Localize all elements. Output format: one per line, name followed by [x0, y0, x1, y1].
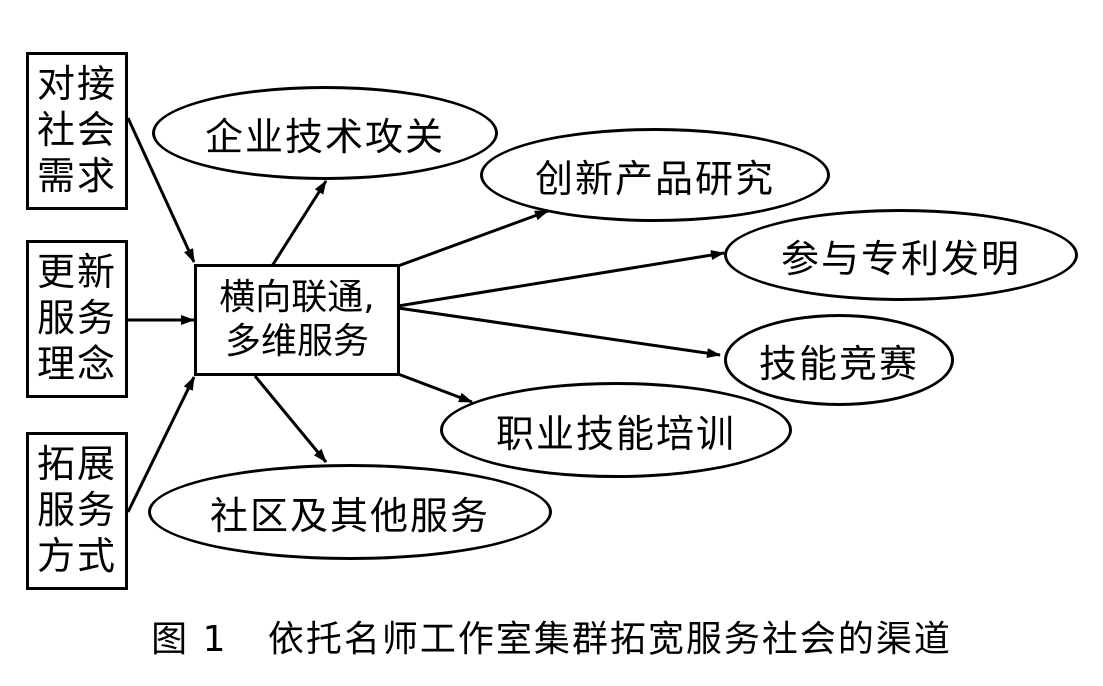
- output-ellipse-label: 技能竞赛: [758, 341, 919, 386]
- input-box-service-concept: 更新 服务 理念: [26, 240, 128, 398]
- arrow-center-to-output-4: [397, 306, 721, 359]
- arrow-center-to-output-1: [270, 180, 328, 267]
- arrow-center-to-output-2: [397, 209, 549, 268]
- output-ellipse-label: 参与专利发明: [780, 236, 1021, 281]
- input-box-line: 服务: [36, 296, 117, 340]
- output-ellipse-community-service: 社区及其他服务: [148, 464, 552, 560]
- center-box-line: 横向联通,: [219, 277, 375, 318]
- output-ellipse-label: 社区及其他服务: [209, 493, 490, 538]
- output-ellipse-skills-contest: 技能竞赛: [724, 314, 954, 406]
- input-box-service-mode: 拓展 服务 方式: [26, 432, 128, 590]
- arrow-center-to-output-3: [397, 250, 725, 308]
- arrow-center-to-output-5: [397, 372, 473, 404]
- output-ellipse-label: 企业技术攻关: [204, 114, 445, 159]
- center-box: 横向联通, 多维服务: [194, 264, 400, 376]
- arrow-input-3-to-center: [126, 376, 196, 513]
- arrow-center-to-output-6: [253, 375, 328, 463]
- arrow-input-1-to-center: [126, 117, 196, 263]
- input-box-line: 理念: [36, 342, 117, 386]
- output-ellipse-vocational-training: 职业技能培训: [440, 382, 792, 478]
- output-ellipse-patent: 参与专利发明: [724, 209, 1078, 301]
- input-box-line: 需求: [36, 154, 117, 198]
- input-box-line: 方式: [36, 534, 117, 578]
- input-box-line: 社会: [36, 108, 117, 152]
- output-ellipse-enterprise-tech: 企业技术攻关: [152, 86, 498, 180]
- center-box-line: 多维服务: [224, 321, 369, 362]
- output-ellipse-label: 职业技能培训: [495, 411, 736, 456]
- output-ellipse-product-research: 创新产品研究: [480, 128, 830, 222]
- input-box-line: 拓展: [36, 442, 117, 486]
- figure-caption: 图 1 依托名师工作室集群拓宽服务社会的渠道: [151, 619, 952, 660]
- input-box-line: 对接: [36, 62, 117, 106]
- input-box-social-needs: 对接 社会 需求: [26, 52, 128, 210]
- input-box-line: 更新: [36, 250, 117, 294]
- input-box-line: 服务: [36, 488, 117, 532]
- output-ellipse-label: 创新产品研究: [534, 156, 775, 201]
